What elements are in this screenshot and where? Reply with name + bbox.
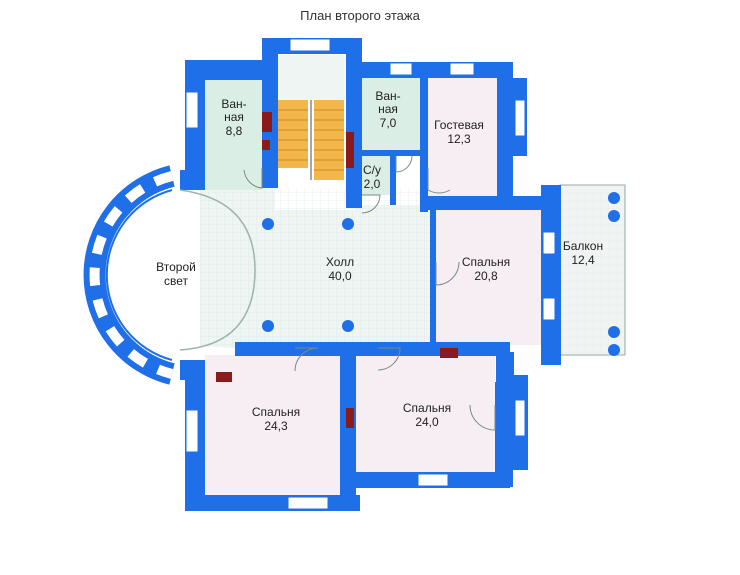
balcony-column [608, 326, 620, 338]
hall-column [342, 218, 354, 230]
balcony-column [608, 344, 620, 356]
wc-area: 2,0 [364, 177, 381, 191]
bed1-area: 20,8 [474, 269, 498, 283]
second-light-floor [115, 180, 200, 370]
hall-label: Холл [326, 255, 354, 269]
bath1-area: 8,8 [226, 124, 243, 138]
second-light-ring [83, 165, 256, 385]
wc-label: С/у [363, 163, 381, 177]
bath2-label: ная [378, 102, 398, 116]
hall-grid [180, 188, 430, 348]
bath2-label: Ван- [375, 89, 400, 103]
bath1-label: ная [224, 110, 244, 124]
bath1-floor [205, 80, 263, 190]
bath1-label: Ван- [221, 97, 246, 111]
bed2-area: 24,3 [264, 419, 288, 433]
vents [216, 112, 458, 428]
bath2-area: 7,0 [380, 116, 397, 130]
guest-area: 12,3 [447, 132, 471, 146]
guest-floor [425, 78, 497, 196]
room-labels: Ван- ная 8,8 Ван- ная 7,0 Гостевая 12,3 … [156, 89, 603, 433]
balcony-label: Балкон [563, 239, 603, 253]
second-light-label: свет [164, 274, 189, 288]
hall-column [262, 320, 274, 332]
bed3-label: Спальня [403, 401, 451, 415]
bed2-label: Спальня [252, 405, 300, 419]
stair-landing [275, 55, 345, 100]
plan-title: План второго этажа [0, 8, 740, 23]
balcony-column [608, 192, 620, 204]
hall-column [262, 218, 274, 230]
hall-column [342, 320, 354, 332]
balcony-column [608, 210, 620, 222]
wc-floor [358, 155, 393, 195]
balcony-area: 12,4 [571, 253, 595, 267]
second-light-label: Второй [156, 260, 196, 274]
plan-title-text: План второго этажа [300, 8, 420, 23]
bath2-floor [355, 78, 420, 153]
bed1-label: Спальня [462, 255, 510, 269]
bed3-area: 24,0 [415, 415, 439, 429]
guest-label: Гостевая [434, 118, 484, 132]
columns [262, 192, 620, 356]
doors [243, 155, 496, 431]
hall-area: 40,0 [328, 269, 352, 283]
windows [185, 38, 556, 510]
staircase [278, 100, 344, 180]
